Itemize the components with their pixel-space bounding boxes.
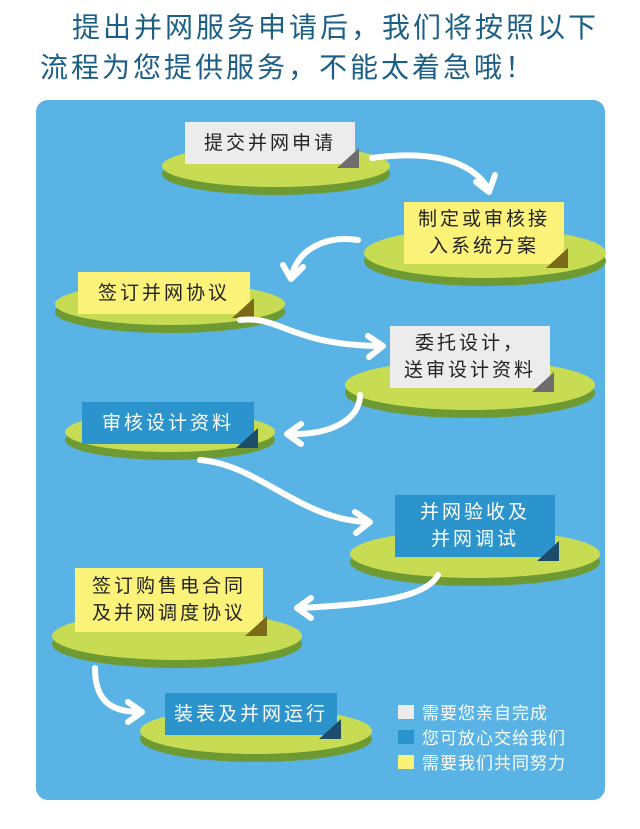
header: 提出并网服务申请后，我们将按照以下 流程为您提供服务，不能太着急哦！: [0, 0, 640, 96]
step-5-text: 审核设计资料: [101, 411, 234, 434]
legend-text-both: 需要我们共同努力: [422, 754, 566, 774]
step-4-text-line-2: 送审设计资料: [403, 359, 536, 381]
step-7-text-line-1: 签订购售电合同: [91, 575, 246, 597]
step-3-label: 签订并网协议: [78, 272, 254, 318]
legend-swatch-company: [398, 729, 414, 744]
legend-item-company: 您可放心交给我们: [398, 724, 566, 749]
step-8-text: 装表及并网运行: [173, 702, 328, 725]
legend-text-customer: 需要您亲自完成: [422, 704, 548, 724]
step-6-text-line-1: 并网验收及: [419, 501, 530, 523]
step-2-text-line-1: 制定或审核接: [417, 208, 550, 230]
step-3-text: 签订并网协议: [97, 281, 230, 304]
step-1-label: 提交并网申请: [185, 122, 359, 168]
legend-item-both: 需要我们共同努力: [398, 749, 566, 774]
step-7-text-line-2: 及并网调度协议: [91, 602, 246, 624]
step-1-text: 提交并网申请: [203, 131, 336, 154]
header-line-1: 提出并网服务申请后，我们将按照以下: [72, 11, 600, 44]
step-6-text-line-2: 并网调试: [430, 528, 519, 550]
step-6-label: 并网验收及 并网调试: [395, 495, 559, 561]
header-line-2: 流程为您提供服务，不能太着急哦！: [40, 51, 537, 84]
step-5-label: 审核设计资料: [82, 402, 258, 448]
step-2-label: 制定或审核接 入系统方案: [404, 202, 568, 268]
legend-text-company: 您可放心交给我们: [422, 729, 566, 749]
legend: 需要您亲自完成 您可放心交给我们 需要我们共同努力: [398, 699, 566, 774]
step-2-text-line-2: 入系统方案: [428, 235, 539, 257]
legend-swatch-customer: [398, 704, 414, 719]
step-4-label: 委托设计， 送审设计资料: [390, 326, 554, 392]
step-4-text-line-1: 委托设计，: [414, 332, 525, 354]
step-7-label: 签订购售电合同 及并网调度协议: [75, 568, 267, 636]
step-8-label: 装表及并网运行: [165, 693, 341, 739]
legend-swatch-both: [398, 754, 414, 769]
legend-item-customer: 需要您亲自完成: [398, 699, 566, 724]
